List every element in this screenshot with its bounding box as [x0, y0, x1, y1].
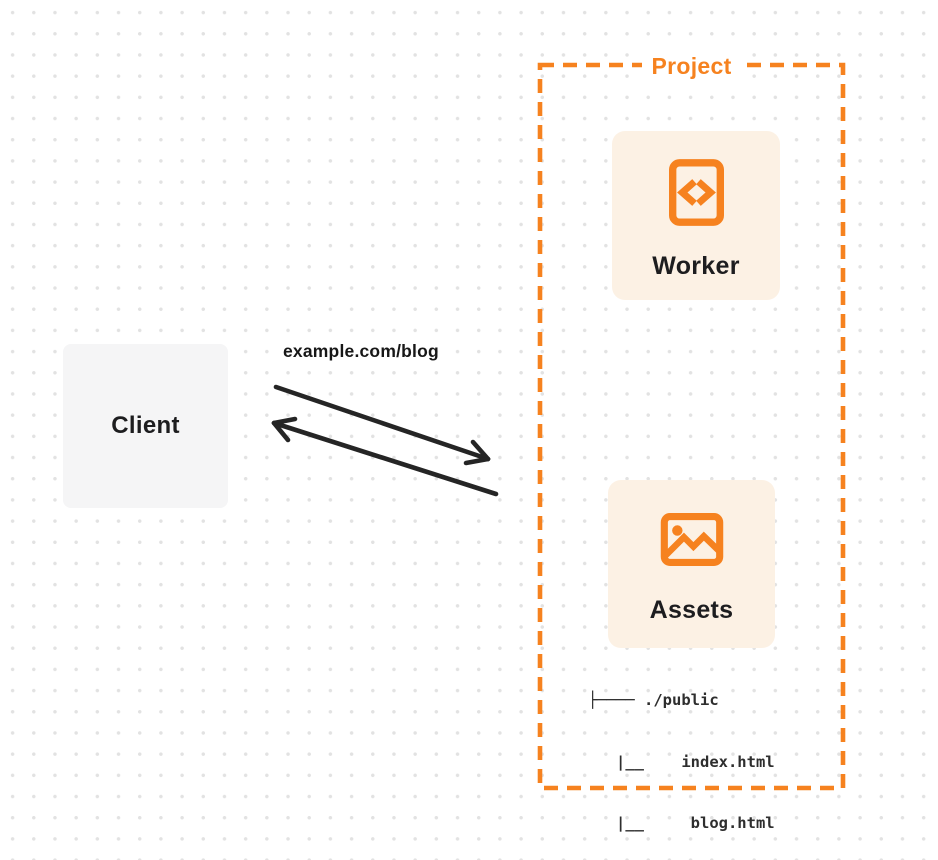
client-node: Client [63, 344, 228, 508]
image-icon [660, 513, 723, 566]
file-tree-line-blog: |__ blog.html [588, 814, 775, 832]
response-arrow [271, 416, 499, 497]
client-label: Client [111, 412, 180, 439]
code-file-icon [668, 159, 724, 226]
request-arrow [273, 384, 491, 466]
project-label: Project [642, 51, 741, 81]
project-label-wrap: Project [540, 51, 843, 81]
request-url-label: example.com/blog [283, 341, 439, 361]
worker-node: Worker [612, 131, 780, 300]
assets-node: Assets [608, 480, 775, 648]
assets-file-tree: ├──── ./public |__ index.html |__ blog.h… [588, 649, 775, 860]
worker-label: Worker [652, 252, 740, 280]
file-tree-line-index: |__ index.html [588, 752, 775, 771]
assets-label: Assets [649, 596, 734, 624]
file-tree-line-public: ├──── ./public [588, 691, 719, 709]
